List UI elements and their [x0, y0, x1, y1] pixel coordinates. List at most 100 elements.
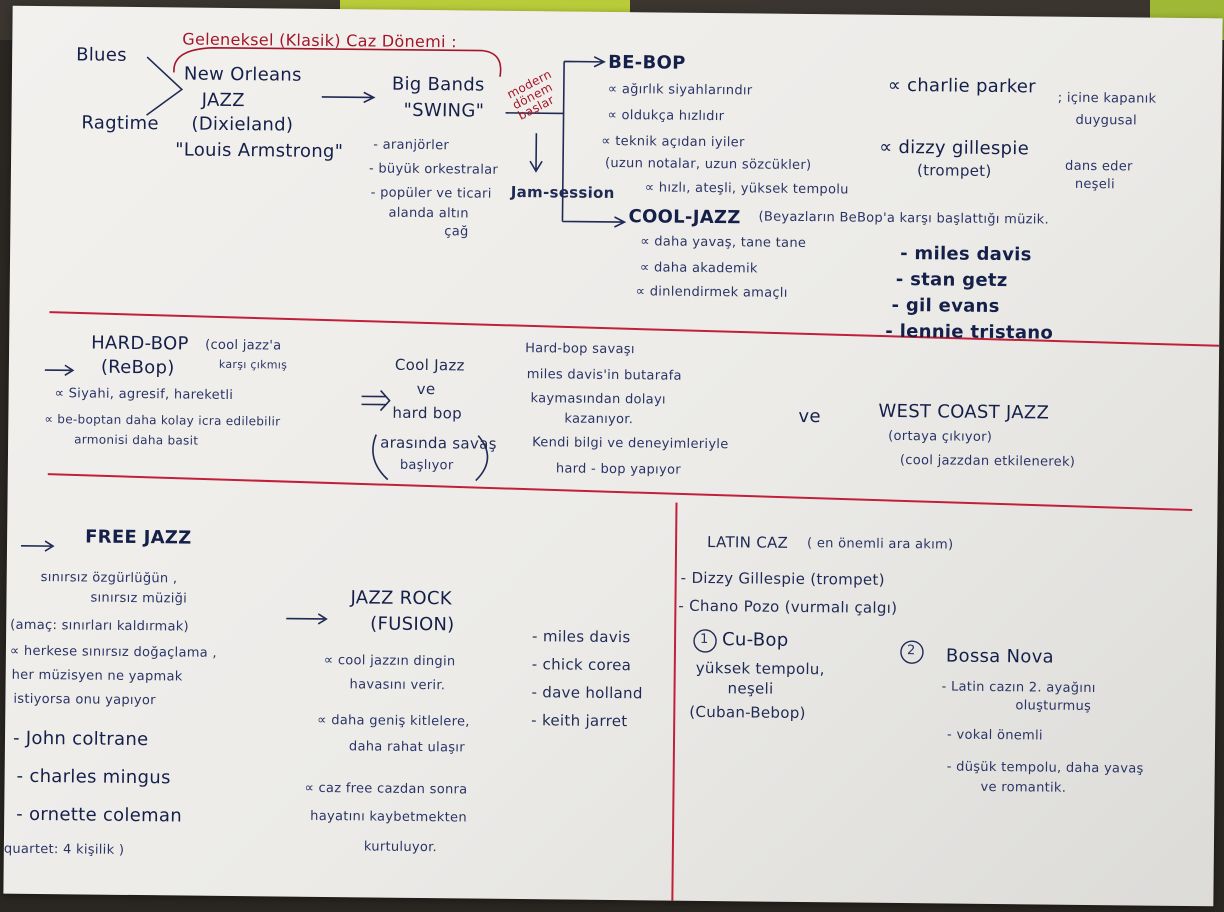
notes-paper: Geleneksel (Klasik) Caz Dönemi : Blues R…: [3, 5, 1223, 907]
dave-holland-label: - dave holland: [531, 683, 643, 703]
bebop-note-4: (uzun notalar, uzun sözcükler): [604, 155, 812, 174]
hard-bop-aside-2: karşı çıkmış: [218, 357, 288, 372]
cubop-note-1: yüksek tempolu,: [695, 658, 825, 679]
hard-bop-war-2: miles davis'in butarafa: [526, 367, 682, 384]
jazz-rock-note-3: ∝ daha geniş kitlelere,: [317, 712, 470, 730]
bebop-note-2: ∝ oldukça hızlıdır: [607, 107, 725, 125]
latin-player-2: - Chano Pozo (vurmalı çalgı): [678, 596, 898, 617]
latin-caz-note: ( en önemli ara akım): [807, 536, 954, 553]
mingus-label: - charles mingus: [16, 765, 171, 789]
charlie-parker-label: ∝ charlie parker: [887, 74, 1037, 98]
cubop-note-2: neşeli: [727, 679, 774, 698]
bossa-note-1: - Latin cazın 2. ayağını: [941, 679, 1096, 697]
free-jazz-note-2: her müzisyen ne yapmak: [11, 667, 183, 685]
bossa-number: 2: [906, 643, 916, 659]
jazz-rock-note-7: kurtuluyor.: [363, 839, 438, 856]
arrow-free-jazz: [21, 540, 55, 552]
chick-corea-label: - chick corea: [531, 655, 632, 675]
hard-bop-aside-1: (cool jazz'a: [205, 337, 282, 354]
diagram-lines: [21, 46, 924, 664]
blues-ragtime-brace: [146, 56, 184, 116]
hard-bop-war-4: kazanıyor.: [564, 411, 634, 428]
war-hard-bop: hard bop: [392, 403, 463, 423]
latin-caz-title: LATIN CAZ: [707, 532, 789, 552]
hard-bop-title: HARD-BOP: [91, 332, 189, 355]
classical-era-title: Geleneksel (Klasik) Caz Dönemi :: [182, 29, 457, 52]
gil-evans-label: - gil evans: [891, 294, 1000, 318]
ornette-label: - ornette coleman: [16, 803, 183, 827]
hard-bop-war-1: Hard-bop savaşı: [525, 341, 635, 358]
dixieland-label: (Dixieland): [191, 113, 294, 136]
free-jazz-goal: (amaç: sınırları kaldırmak): [10, 617, 190, 635]
cool-jazz-subtitle: (Beyazların BeBop'a karşı başlattığı müz…: [758, 209, 1050, 228]
hard-bop-war-3: kaymasından dolayı: [530, 391, 666, 408]
big-bands-note-5: çağ: [444, 224, 469, 240]
cool-jazz-note-2: ∝ daha akademik: [639, 260, 758, 277]
free-jazz-desc-1: sınırsız özgürlüğün ,: [40, 570, 178, 587]
keith-jarret-label: - keith jarret: [531, 711, 628, 731]
hard-bop-note-2: ∝ be-boptan daha kolay icra edilebilir: [44, 412, 281, 429]
west-coast-note-1: (ortaya çıkıyor): [888, 428, 993, 445]
louis-armstrong-label: "Louis Armstrong": [175, 139, 344, 163]
cool-jazz-title: COOL-JAZZ: [628, 206, 741, 229]
cool-jazz-note-1: ∝ daha yavaş, tane tane: [640, 234, 807, 252]
big-bands-note-2: - büyük orkestralar: [368, 161, 499, 178]
parker-note-1: ; içine kapanık: [1057, 90, 1157, 107]
big-bands-note-3: - popüler ve ticari: [370, 185, 492, 202]
bebop-cooljazz-branch: [505, 56, 627, 228]
arrow-jazz-rock: [286, 613, 328, 625]
bebop-note-3: ∝ teknik açıdan iyiler: [601, 133, 745, 151]
coltrane-label: - John coltrane: [12, 727, 149, 751]
hard-bop-note-3: armonisi daha basit: [74, 432, 199, 448]
miles-davis-label: - miles davis: [900, 242, 1032, 266]
hard-bop-war-5: Kendi bilgi ve deneyimleriyle: [532, 435, 729, 453]
bossa-nova-title: Bossa Nova: [945, 645, 1055, 668]
free-jazz-desc-2: sınırsız müziği: [90, 590, 188, 607]
cool-jazz-note-3: ∝ dinlendirmek amaçlı: [635, 284, 788, 301]
stan-getz-label: - stan getz: [895, 268, 1008, 292]
parenthesis-war: [372, 434, 489, 482]
ve-label: ve: [798, 405, 821, 428]
big-bands-note-1: - aranjörler: [373, 137, 450, 154]
bebop-note-5: ∝ hızlı, ateşli, yüksek tempolu: [644, 180, 849, 198]
fusion-label: (FUSION): [370, 613, 455, 636]
jam-session-label: Jam-session: [510, 182, 615, 203]
west-coast-note-2: (cool jazzdan etkilenerek): [899, 453, 1076, 470]
swing-label: "SWING": [403, 99, 485, 122]
free-jazz-title: FREE JAZZ: [85, 526, 192, 549]
bossa-note-4: - düşük tempolu, daha yavaş: [946, 759, 1144, 777]
cubop-note-3: (Cuban-Bebop): [689, 702, 806, 723]
jazz-rock-note-1: ∝ cool jazzın dingin: [323, 652, 456, 670]
war-cool-jazz: Cool Jazz: [394, 355, 465, 375]
jazz-rock-title: JAZZ ROCK: [350, 587, 453, 610]
cubop-number: 1: [700, 631, 709, 648]
big-bands-label: Big Bands: [391, 73, 485, 96]
bebop-note-1: ∝ ağırlık siyahlarındır: [607, 81, 753, 99]
blues-label: Blues: [76, 44, 127, 66]
dizzy-trompet-label: (trompet): [916, 161, 992, 180]
bossa-note-5: ve romantik.: [980, 779, 1067, 796]
jazz-rock-note-6: hayatını kaybetmekten: [310, 808, 467, 826]
jazz-label: JAZZ: [201, 89, 245, 112]
dizzy-gillespie-label: ∝ dizzy gillespie: [879, 136, 1030, 160]
jazz-rock-note-2: havasını verir.: [349, 677, 446, 694]
free-jazz-note-1: ∝ herkese sınırsız doğaçlama ,: [9, 643, 217, 661]
bossa-note-2: oluşturmuş: [1015, 698, 1092, 715]
jazz-rock-note-4: daha rahat ulaşır: [348, 739, 465, 756]
quartet-label: quartet: 4 kişilik ): [3, 841, 125, 858]
bebop-title: BE-BOP: [608, 51, 686, 74]
bossa-note-3: - vokal önemli: [947, 727, 1043, 744]
hard-bop-note-1: ∝ Siyahi, agresif, hareketli: [54, 386, 234, 404]
dizzy-note-2: neşeli: [1074, 176, 1115, 193]
latin-player-1: - Dizzy Gillespie (trompet): [680, 568, 885, 589]
new-orleans-label: New Orleans: [183, 63, 302, 86]
bossa-number-circle: [900, 640, 924, 664]
ragtime-label: Ragtime: [81, 112, 159, 135]
lennie-tristano-label: - lennie tristano: [885, 320, 1054, 344]
classical-era-bracket: [173, 46, 502, 77]
jazz-rock-note-5: ∝ caz free cazdan sonra: [304, 780, 468, 798]
hard-bop-war-6: hard - bop yapıyor: [555, 461, 681, 478]
rebop-label: (ReBop): [100, 356, 175, 379]
free-jazz-note-3: istiyorsa onu yapıyor: [13, 691, 156, 709]
war-basliyor: başlıyor: [399, 457, 454, 474]
